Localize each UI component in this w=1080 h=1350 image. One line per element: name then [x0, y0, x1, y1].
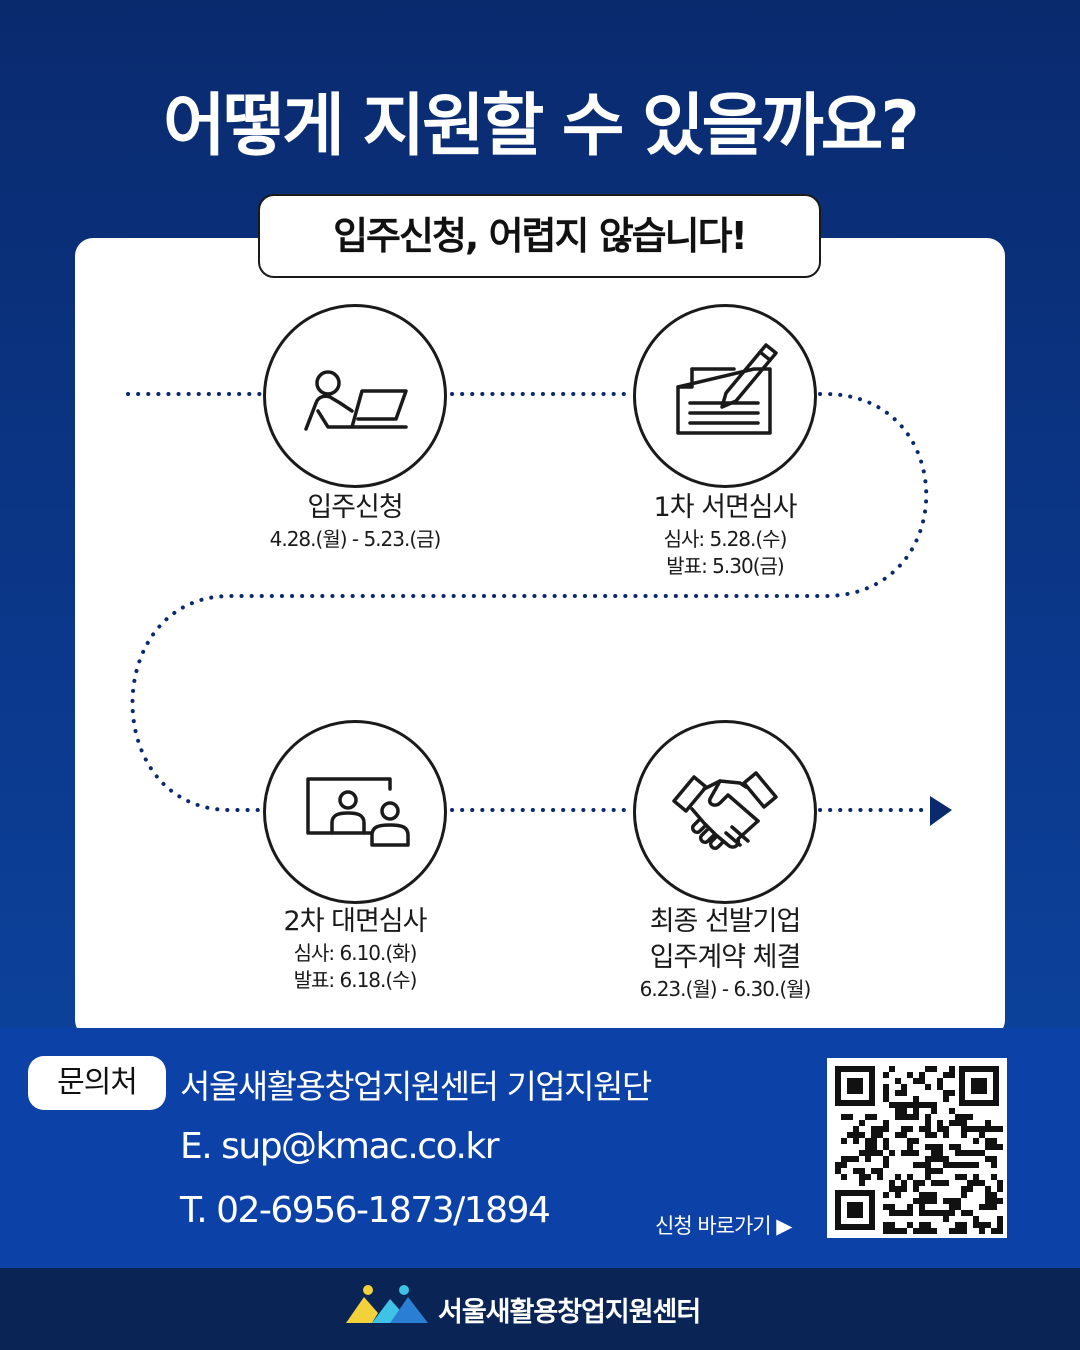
- step-1-text: 입주신청 4.28.(월) - 5.23.(금): [205, 490, 505, 553]
- step-2-text: 1차 서면심사 심사: 5.28.(수) 발표: 5.30(금): [575, 490, 875, 580]
- step-1-title: 입주신청: [307, 492, 403, 523]
- path-arrow-icon: [930, 796, 952, 826]
- step-1-line-1: 4.28.(월) - 5.23.(금): [269, 527, 442, 551]
- step-2-line-2: 발표: 5.30(금): [666, 554, 784, 578]
- step-4-title: 최종 선발기업: [649, 906, 802, 937]
- video-interview-icon: [306, 777, 410, 847]
- contact-email-link[interactable]: E. sup@kmac.co.kr: [180, 1126, 500, 1167]
- qr-code[interactable]: [827, 1058, 1007, 1238]
- step-3-text: 2차 대면심사 심사: 6.10.(화) 발표: 6.18.(수): [205, 904, 505, 994]
- headline: 어떻게 지원할 수 있을까요?: [163, 87, 920, 166]
- step-3-line-2: 발표: 6.18.(수): [293, 968, 418, 992]
- subtitle-pill: 입주신청, 어렵지 않습니다!: [258, 194, 821, 278]
- person-laptop-icon: [304, 370, 408, 431]
- step-4-circle: [633, 720, 817, 904]
- step-2-line-1: 심사: 5.28.(수): [663, 527, 788, 551]
- step-3-line-1: 심사: 6.10.(화): [293, 941, 418, 965]
- contact-phone-link[interactable]: T. 02-6956-1873/1894: [180, 1190, 551, 1231]
- process-card: [75, 238, 1005, 1038]
- step-2-circle: [633, 304, 817, 488]
- step-1-circle: [263, 304, 447, 488]
- qr-code-icon: [827, 1058, 1007, 1238]
- step-3-circle: [263, 720, 447, 904]
- step-3-title: 2차 대면심사: [283, 906, 428, 937]
- document-pen-icon: [676, 343, 778, 435]
- center-logo-icon: [346, 1285, 428, 1323]
- apply-shortcut-link[interactable]: 신청 바로가기 ▶: [655, 1214, 792, 1238]
- footer-bar: [0, 1268, 1080, 1350]
- contact-tag: 문의처: [28, 1056, 166, 1110]
- step-4-title-2: 입주계약 체결: [649, 942, 802, 973]
- step-4-line-1: 6.23.(월) - 6.30.(월): [639, 977, 812, 1001]
- step-4-text: 최종 선발기업 입주계약 체결 6.23.(월) - 6.30.(월): [575, 904, 875, 1003]
- handshake-icon: [672, 771, 778, 851]
- step-2-title: 1차 서면심사: [653, 492, 798, 523]
- footer-center-name: 서울새활용창업지원센터: [438, 1297, 701, 1328]
- contact-org: 서울새활용창업지원센터 기업지원단: [180, 1067, 652, 1106]
